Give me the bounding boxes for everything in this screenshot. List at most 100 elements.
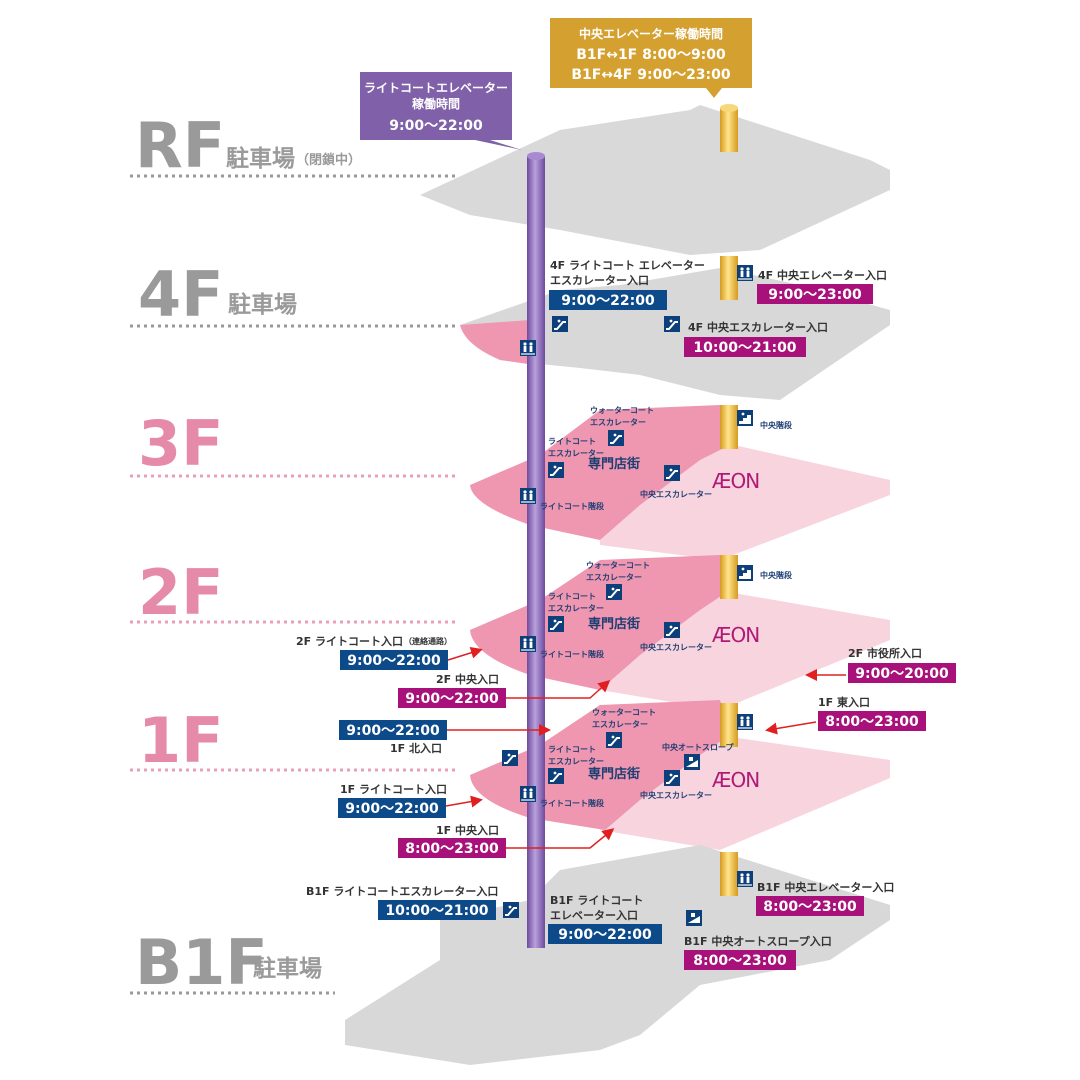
1f-central-esc-label: 中央エスカレーター bbox=[640, 790, 712, 800]
2f-lc-hours: 9:00〜22:00 bbox=[347, 653, 441, 669]
4f-central-elev-label: 4F 中央エレベーター入口 bbox=[758, 268, 887, 282]
2f-central-escalator-icon bbox=[663, 621, 681, 639]
1f-aeon-logo: ÆON bbox=[712, 768, 759, 792]
1f-central-slope-label: 中央オートスロープ bbox=[662, 742, 735, 752]
1f-east-hours: 8:00〜23:00 bbox=[825, 714, 919, 730]
4f-lc-entrance-line1: 4F ライトコート エレベーター bbox=[550, 259, 705, 272]
1f-lc-stairs-label: ライトコート階段 bbox=[540, 798, 604, 808]
2f-aeon-logo: ÆON bbox=[712, 623, 759, 647]
4f-lc-hours-box bbox=[549, 290, 667, 310]
2f-central-stairs-label: 中央階段 bbox=[760, 570, 792, 580]
1f-north-hours-box bbox=[339, 720, 447, 740]
2f-lc-stairs-label: ライトコート階段 bbox=[540, 649, 604, 659]
b1f-lc-esc-hours: 10:00〜21:00 bbox=[385, 903, 488, 919]
b1f-central-elev-hours: 8:00〜23:00 bbox=[763, 899, 857, 915]
1f-water-escalator-icon bbox=[605, 731, 623, 749]
b1f-lc-escalator-icon bbox=[502, 901, 520, 919]
1f-central-elevator-icon bbox=[736, 713, 754, 731]
1f-lc-esc-line2: エスカレーター bbox=[548, 756, 604, 766]
3f-code: 3F bbox=[138, 407, 224, 480]
4f-central-esc-hours-box bbox=[684, 337, 806, 357]
3f-water-esc-line2: エスカレーター bbox=[590, 417, 646, 427]
1f-water-esc-line1: ウォーターコート bbox=[592, 707, 656, 717]
b1f-central-slope-label: B1F 中央オートスロープ入口 bbox=[684, 934, 832, 948]
2f-lc-arrow-icon bbox=[447, 646, 483, 661]
b1f-central-elev-hours-box bbox=[756, 896, 864, 916]
b1f-name: 駐車場 bbox=[253, 955, 322, 982]
b1f-central-elev-label: B1F 中央エレベーター入口 bbox=[757, 880, 894, 894]
4f-central-elev-hours: 9:00〜23:00 bbox=[768, 287, 862, 303]
2f-cityhall-hours: 9:00〜20:00 bbox=[855, 666, 949, 682]
2f-central-hours-box bbox=[398, 688, 506, 708]
central-elevator-column-rf bbox=[720, 104, 738, 152]
2f-lc-escalator-icon bbox=[547, 615, 565, 633]
3f-central-stairs-icon bbox=[737, 410, 753, 426]
3f-aeon-logo: ÆON bbox=[712, 469, 759, 493]
4f-central-elev-hours-box bbox=[757, 284, 873, 304]
1f-lc-escalator2-icon bbox=[501, 749, 519, 767]
1f-lc-entrance-label: 1F ライトコート入口 bbox=[340, 783, 447, 796]
floor-divider-lines bbox=[130, 174, 455, 995]
4f-lc-escalator-icon bbox=[551, 315, 569, 333]
rf-name: 駐車場 bbox=[226, 145, 295, 172]
3f-water-escalator-icon bbox=[607, 429, 625, 447]
1f-east-arrow-icon bbox=[765, 721, 817, 735]
1f-central-entrance-label: 1F 中央入口 bbox=[436, 823, 499, 837]
4f-central-esc-label: 4F 中央エスカレーター入口 bbox=[688, 320, 828, 334]
central-elevator-column-b1f bbox=[720, 852, 738, 896]
3f-central-esc-label: 中央エスカレーター bbox=[640, 489, 712, 499]
central-elevator-column-1f bbox=[720, 703, 738, 747]
4f-name: 駐車場 bbox=[228, 291, 297, 318]
lc-callout-line2: 稼働時間 bbox=[412, 96, 460, 111]
b1f-central-slope-hours: 8:00〜23:00 bbox=[693, 953, 787, 969]
central-elevator-callout: 中央エレベーター稼働時間 B1F↔1F 8:00〜9:00 B1F↔4F 9:0… bbox=[550, 18, 752, 98]
1f-lc-arrow-icon bbox=[445, 795, 483, 808]
central-elevator-column-4f bbox=[720, 256, 738, 300]
4f-central-esc-hours: 10:00〜21:00 bbox=[693, 340, 796, 356]
b1f-central-slope-hours-box bbox=[684, 950, 796, 970]
3f-lc-stairs-label: ライトコート階段 bbox=[540, 501, 604, 511]
rf-code: RF bbox=[135, 109, 225, 182]
lc-callout-hours: 9:00〜22:00 bbox=[389, 118, 483, 134]
3f-water-esc-line1: ウォーターコート bbox=[590, 405, 654, 415]
2f-central-hours: 9:00〜22:00 bbox=[405, 691, 499, 707]
2f-lc-hours-box bbox=[340, 650, 448, 670]
1f-east-hours-box bbox=[818, 711, 926, 731]
b1f-lc-elev-line1: B1F ライトコート bbox=[550, 894, 643, 907]
1f-central-slope-icon bbox=[684, 754, 700, 770]
1f-lc-hours-box bbox=[338, 798, 446, 818]
central-elevator-column-3f bbox=[720, 405, 738, 449]
1f-lc-elevator-icon bbox=[519, 785, 537, 803]
b1f-lc-esc-hours-box bbox=[378, 900, 496, 920]
3f-lc-escalator-icon bbox=[547, 461, 565, 479]
b1f-lc-elev-hours: 9:00〜22:00 bbox=[558, 927, 652, 943]
1f-shops-label: 専門店街 bbox=[588, 766, 640, 782]
lightcourt-elevator-column bbox=[527, 152, 545, 948]
3f-central-escalator-icon bbox=[663, 464, 681, 482]
2f-central-entrance-label: 2F 中央入口 bbox=[436, 672, 499, 686]
central-callout-line1: 中央エレベーター稼働時間 bbox=[579, 26, 723, 41]
2f-water-esc-line2: エスカレーター bbox=[586, 572, 642, 582]
1f-water-esc-line2: エスカレーター bbox=[592, 719, 648, 729]
1f-central-hours: 8:00〜23:00 bbox=[405, 841, 499, 857]
2f-cityhall-entrance-label: 2F 市役所入口 bbox=[848, 646, 922, 660]
3f-central-stairs-label: 中央階段 bbox=[760, 420, 792, 430]
2f-code: 2F bbox=[138, 556, 224, 629]
central-callout-line3: B1F↔4F 9:00〜23:00 bbox=[571, 67, 731, 83]
1f-central-hours-box bbox=[398, 838, 506, 858]
b1f-lc-elev-line2: エレベーター入口 bbox=[550, 909, 638, 922]
4f-lightcourt-area bbox=[460, 320, 535, 365]
3f-lc-esc-line1: ライトコート bbox=[548, 437, 596, 446]
2f-cityhall-hours-box bbox=[848, 663, 956, 683]
central-callout-line2: B1F↔1F 8:00〜9:00 bbox=[576, 47, 726, 63]
4f-lc-entrance-line2: エスカレーター入口 bbox=[550, 274, 649, 287]
b1f-lc-elev-hours-box bbox=[548, 924, 662, 944]
4f-lc-hours: 9:00〜22:00 bbox=[561, 293, 655, 309]
1f-code: 1F bbox=[138, 704, 224, 777]
4f-central-escalator-icon bbox=[663, 315, 681, 333]
2f-water-esc-line1: ウォーターコート bbox=[586, 560, 650, 570]
2f-lc-esc-line1: ライトコート bbox=[548, 592, 596, 601]
2f-central-esc-label: 中央エスカレーター bbox=[640, 642, 712, 652]
b1f-lc-esc-label: B1F ライトコートエスカレーター入口 bbox=[306, 885, 498, 898]
